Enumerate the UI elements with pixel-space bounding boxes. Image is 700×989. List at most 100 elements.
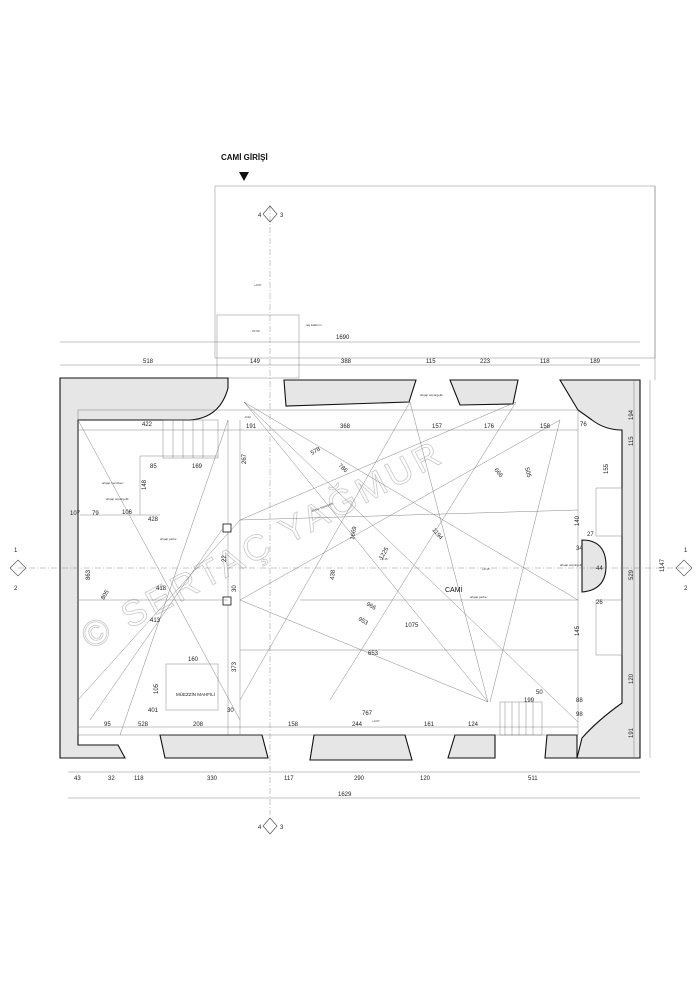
dim-right-3: 155 — [604, 463, 610, 474]
dim-inner-bottom-6: 161 — [424, 722, 435, 728]
section-marker-left: 1 2 — [9, 548, 27, 592]
dim-right-1: 194 — [629, 409, 635, 420]
watermark: © SERTAÇ YAĞMUR — [75, 431, 451, 657]
dim-interior-267: 267 — [242, 453, 248, 464]
dim-interior-169: 169 — [192, 464, 203, 470]
dim-inner-top-1: 422 — [142, 422, 153, 428]
dim-interior-34: 34 — [576, 546, 583, 552]
dim-bottom-6: 290 — [354, 776, 365, 782]
column-2 — [222, 596, 232, 606]
dim-right-overall: 1147 — [660, 558, 666, 572]
level-5: -0.02 — [244, 415, 251, 419]
note-plinth-4: ahşap süpürgelik — [311, 501, 334, 513]
dim-interior-1194: 1194 — [430, 527, 443, 541]
dim-inner-bottom-4: 158 — [288, 722, 299, 728]
note-flooring: ahşap parke — [470, 595, 487, 599]
dim-inner-top-3: 368 — [340, 424, 351, 430]
dim-inner-top-4: 157 — [432, 424, 443, 430]
mahfil-label: MÜEZZİN MAHFİLİ — [176, 691, 215, 697]
dim-interior-418: 418 — [156, 586, 167, 592]
dim-interior-863: 863 — [86, 569, 92, 580]
dim-right-4: 140 — [575, 515, 581, 526]
interior-boundary — [77, 409, 579, 736]
dim-interior-401: 401 — [148, 708, 159, 714]
dim-interior-373: 373 — [232, 661, 238, 672]
svg-text:3: 3 — [280, 825, 284, 831]
dim-interior-578: 578 — [310, 446, 322, 457]
section-marker-right: 1 2 — [675, 548, 693, 592]
dim-top-2: 149 — [250, 359, 261, 365]
dim-interior-1669: 1669 — [350, 526, 358, 541]
wall-east — [559, 379, 641, 759]
dim-interior-26: 26 — [596, 600, 603, 606]
dim-interior-148: 148 — [142, 479, 148, 490]
dim-inner-bottom-2: 528 — [138, 722, 149, 728]
level-1: +0.07 — [254, 283, 262, 287]
dim-interior-1075: 1075 — [405, 623, 419, 629]
dim-interior-953: 953 — [357, 617, 369, 628]
wall-south-1 — [159, 734, 269, 759]
dim-right-6: 145 — [575, 625, 581, 636]
svg-text:3: 3 — [280, 213, 284, 219]
dim-interior-107: 107 — [70, 511, 81, 517]
mahfil-box — [165, 663, 219, 711]
dim-right-5: 529 — [629, 569, 635, 580]
mihrab-niche — [581, 539, 607, 593]
dim-top-1: 518 — [143, 359, 154, 365]
dim-bottom-3: 118 — [134, 776, 144, 782]
dim-interior-105: 105 — [154, 683, 160, 694]
dim-interior-666: 666 — [492, 467, 503, 479]
dim-top-6: 118 — [540, 359, 550, 365]
dim-right-7: 120 — [629, 673, 635, 684]
entrance-porch — [216, 314, 300, 379]
dim-interior-27: 27 — [587, 532, 594, 538]
wall-south-4 — [544, 734, 578, 759]
dim-interior-505: 505 — [523, 467, 532, 479]
minbar — [499, 701, 543, 736]
note-stair: ahşap merdiven — [102, 481, 124, 485]
level-4: +0.15 — [482, 567, 490, 571]
dim-interior-106: 106 — [122, 510, 133, 516]
dim-inner-top-2: 191 — [246, 424, 257, 430]
dim-bottom-5: 117 — [284, 776, 294, 782]
dim-bottom-1: 43 — [74, 776, 81, 782]
dim-inner-top-5: 176 — [484, 424, 495, 430]
dim-interior-438: 438 — [330, 569, 337, 580]
dim-bottom-8: 511 — [528, 776, 538, 782]
dim-inner-bottom-1: 95 — [104, 722, 111, 728]
svg-text:1: 1 — [684, 548, 688, 554]
dim-inner-bottom-3: 208 — [193, 722, 204, 728]
dim-interior-966: 966 — [365, 602, 377, 613]
wall-north-1 — [283, 379, 417, 407]
wall-west-north — [59, 377, 229, 759]
dim-top-3: 388 — [341, 359, 352, 365]
dim-interior-85: 85 — [150, 464, 157, 470]
note-yard: taş kaldırım — [306, 323, 322, 327]
note-plinth-3: ahşap süpürgelik — [560, 563, 583, 567]
dim-top-7: 189 — [590, 359, 601, 365]
dim-interior-786: 786 — [337, 463, 349, 475]
wall-south-2 — [309, 734, 413, 761]
note-plinth-1: ahşap süpürgelik — [106, 497, 129, 501]
dim-top-5: 223 — [480, 359, 491, 365]
dim-interior-767: 767 — [362, 711, 373, 717]
dim-interior-44: 44 — [596, 566, 603, 572]
stair — [162, 419, 219, 459]
east-window-1 — [595, 487, 623, 537]
entrance-label: CAMİ GİRİŞİ — [221, 153, 268, 162]
dim-inner-bottom-7: 124 — [468, 722, 479, 728]
level-2: ±0.00 — [252, 329, 260, 333]
dim-top-overall: 1690 — [336, 335, 350, 341]
dim-interior-199: 199 — [524, 698, 535, 704]
svg-text:4: 4 — [258, 213, 262, 219]
level-3: +0.15 — [380, 557, 388, 561]
room-label: CAMİ — [445, 585, 463, 594]
dim-right-8: 191 — [629, 727, 635, 738]
dim-interior-413: 413 — [150, 618, 161, 624]
dim-inner-top-6: 158 — [540, 424, 551, 430]
dim-interior-50: 50 — [536, 690, 543, 696]
svg-text:4: 4 — [258, 825, 262, 831]
dim-interior-22: 22 — [222, 555, 228, 562]
dim-interior-88: 88 — [576, 698, 583, 704]
